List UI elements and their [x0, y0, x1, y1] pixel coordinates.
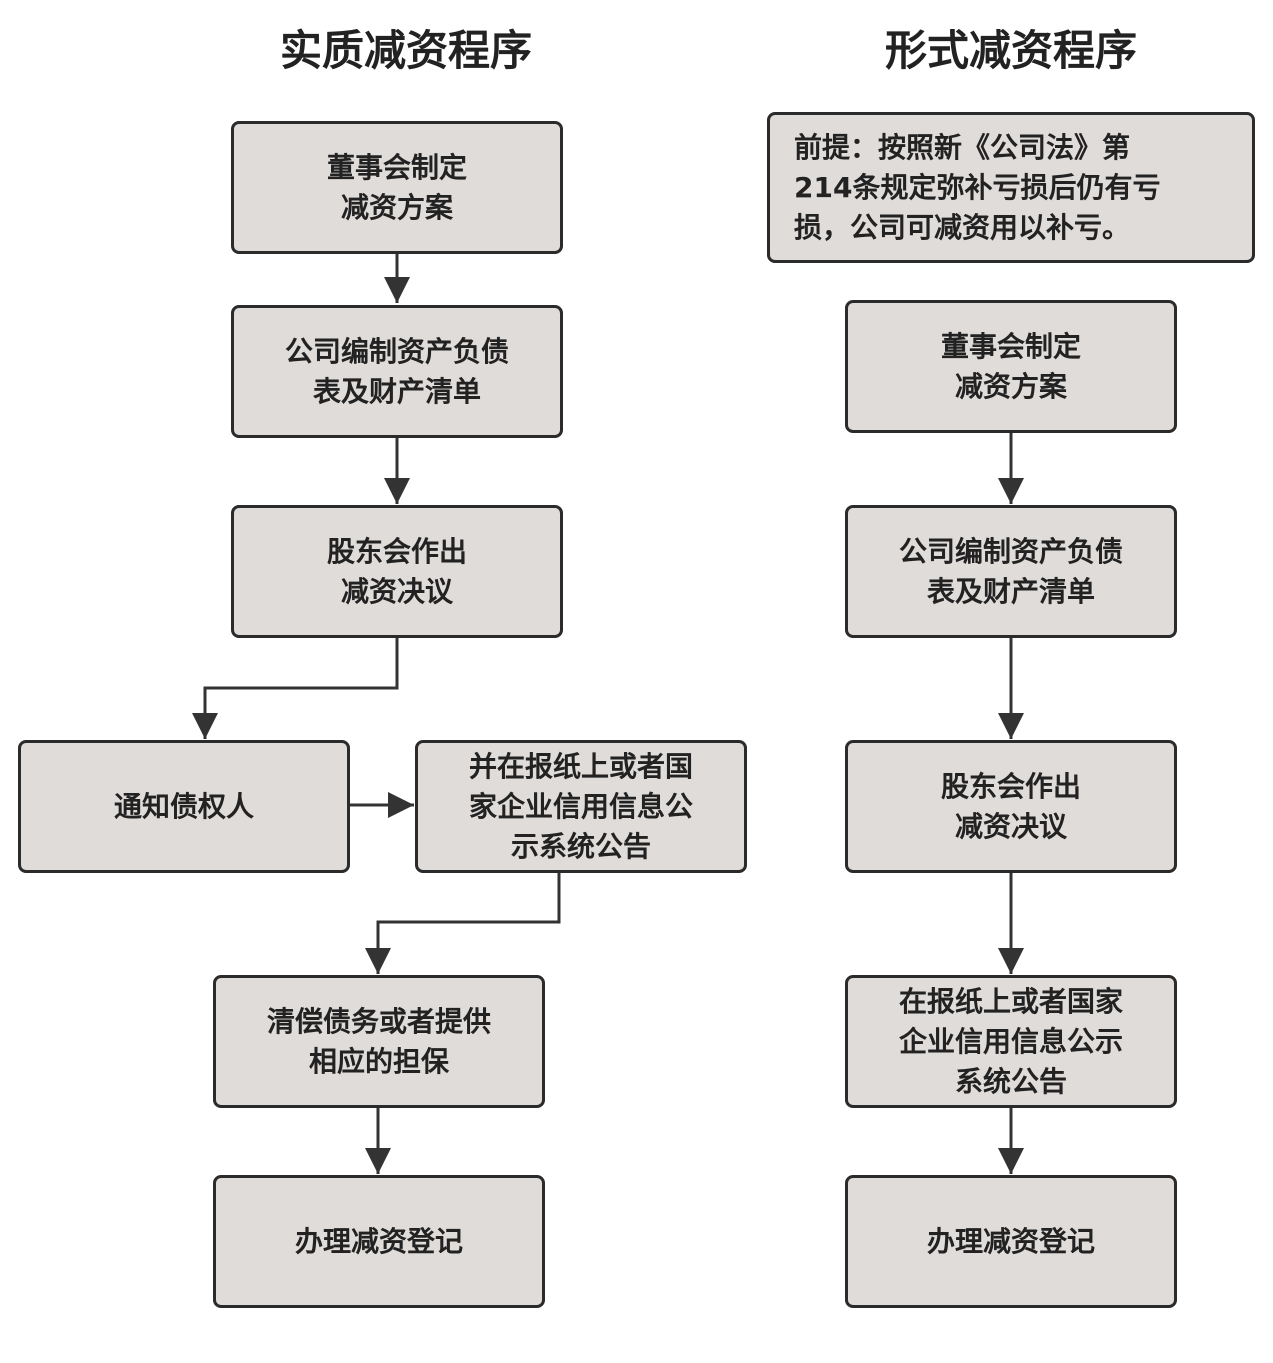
right-step-public-announcement: 在报纸上或者国家 企业信用信息公示 系统公告 [845, 975, 1177, 1108]
left-arrow-5 [365, 872, 561, 974]
left-step-shareholder-resolution: 股东会作出 减资决议 [231, 505, 563, 638]
left-step-notify-creditors: 通知债权人 [18, 740, 350, 873]
right-flow-title: 形式减资程序 [884, 26, 1137, 75]
right-step-board-plan: 董事会制定 减资方案 [845, 300, 1177, 433]
left-step-settle-debts: 清偿债务或者提供 相应的担保 [213, 975, 545, 1108]
left-step-public-announcement: 并在报纸上或者国 家企业信用信息公 示系统公告 [415, 740, 747, 873]
right-step-balance-sheet: 公司编制资产负债 表及财产清单 [845, 505, 1177, 638]
right-step-registration: 办理减资登记 [845, 1175, 1177, 1308]
left-step-registration: 办理减资登记 [213, 1175, 545, 1308]
left-arrow-3 [192, 637, 399, 739]
left-flow-title: 实质减资程序 [279, 26, 532, 75]
right-step-shareholder-resolution: 股东会作出 减资决议 [845, 740, 1177, 873]
left-step-balance-sheet: 公司编制资产负债 表及财产清单 [231, 305, 563, 438]
right-premise-box: 前提：按照新《公司法》第 214条规定弥补亏损后仍有亏 损，公司可减资用以补亏。 [767, 112, 1255, 263]
left-step-board-plan: 董事会制定 减资方案 [231, 121, 563, 254]
